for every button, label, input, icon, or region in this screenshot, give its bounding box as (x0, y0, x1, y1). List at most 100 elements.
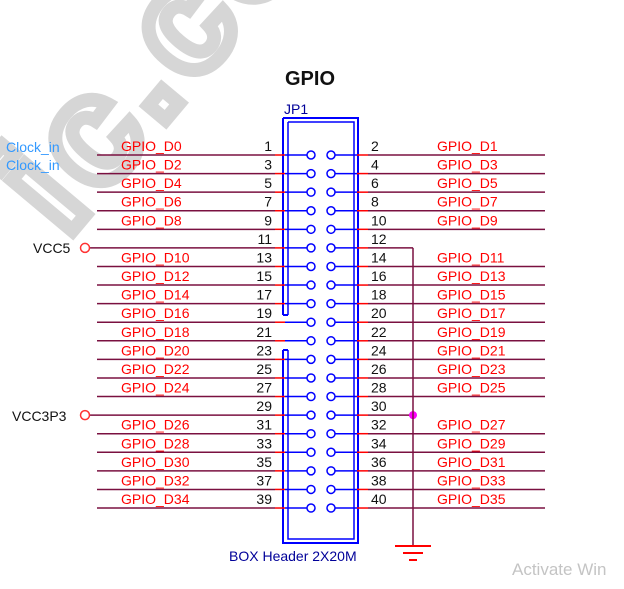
right-net-label: GPIO_D25 (437, 380, 506, 396)
right-pin-number: 26 (371, 361, 387, 377)
left-net-label: GPIO_D0 (121, 138, 182, 154)
title: GPIO (285, 68, 335, 90)
left-net-label: GPIO_D8 (121, 212, 182, 228)
pin-circle (306, 168, 316, 179)
pin-circle (326, 298, 336, 309)
pin-circle (306, 354, 316, 365)
left-pin-number: 31 (256, 417, 272, 433)
right-net-label: GPIO_D11 (437, 249, 505, 265)
pin-circle (326, 280, 336, 290)
right-pin-number: 38 (371, 472, 387, 488)
pin-circle (306, 298, 316, 309)
connector-outline-outer (282, 117, 359, 544)
pin-circle (306, 410, 316, 420)
left-pin-number: 27 (256, 380, 272, 396)
pin-circle (326, 447, 336, 458)
left-net-label: GPIO_D14 (121, 287, 190, 303)
pin-circle (326, 336, 336, 346)
right-pin-number: 18 (371, 287, 387, 303)
right-net-label: GPIO_D35 (437, 491, 506, 507)
right-net-label: GPIO_D21 (437, 342, 506, 358)
left-net-label: GPIO_D30 (121, 454, 190, 470)
ref-designator: JP1 (284, 101, 308, 117)
pin-circle (326, 187, 336, 197)
vcc5-label: VCC5 (33, 240, 71, 256)
pin-circle (326, 168, 336, 179)
right-net-label: GPIO_D15 (437, 287, 506, 303)
pin-circle (326, 261, 336, 272)
right-pin-number: 6 (371, 175, 379, 191)
pin-circle (306, 466, 316, 476)
right-pin-number: 10 (371, 212, 387, 228)
left-pin-number: 25 (256, 361, 272, 377)
left-pin-number: 21 (256, 324, 272, 340)
right-pin-number: 22 (371, 324, 387, 340)
vcc5-port-icon (79, 242, 91, 254)
right-pin-number: 20 (371, 305, 387, 321)
right-pin-number: 16 (371, 268, 387, 284)
right-net-label: GPIO_D3 (437, 157, 498, 173)
connector-notch (283, 314, 288, 351)
pin-circle (306, 224, 316, 235)
pin-circle (306, 503, 316, 513)
left-net-label: GPIO_D28 (121, 435, 190, 451)
pin-circle (326, 243, 336, 253)
left-net-label: GPIO_D32 (121, 472, 190, 488)
left-pin-number: 33 (256, 435, 272, 451)
pin-circle (326, 354, 336, 365)
pin-circle (326, 205, 336, 216)
right-net-label: GPIO_D27 (437, 417, 506, 433)
pin-circle (326, 503, 336, 513)
left-pin-number: 23 (256, 342, 272, 358)
right-pin-number: 30 (371, 398, 387, 414)
left-net-label: GPIO_D6 (121, 194, 182, 210)
right-net-label: GPIO_D1 (437, 138, 498, 154)
right-net-label: GPIO_D9 (437, 212, 498, 228)
left-pin-number: 13 (256, 249, 272, 265)
pin-circle (326, 428, 336, 439)
clock-label-1: Clock_in (6, 139, 60, 155)
left-pin-number: 7 (264, 194, 272, 210)
left-net-label: GPIO_D4 (121, 175, 182, 191)
left-net-label: GPIO_D26 (121, 417, 190, 433)
right-net-label: GPIO_D7 (437, 194, 498, 210)
left-pin-number: 1 (264, 138, 272, 154)
left-pin-number: 15 (256, 268, 272, 284)
left-net-label: GPIO_D16 (121, 305, 190, 321)
pin-circle (326, 484, 336, 495)
right-pin-number: 40 (371, 491, 387, 507)
left-pin-number: 9 (264, 212, 272, 228)
right-pin-number: 8 (371, 194, 379, 210)
activate-windows-overlay: Activate Win (512, 560, 607, 579)
left-pin-number: 5 (264, 175, 272, 191)
right-pin-number: 32 (371, 417, 387, 433)
left-pin-number: 19 (256, 305, 272, 321)
left-pin-number: 17 (256, 287, 272, 303)
right-pin-number: 24 (371, 342, 387, 358)
clock-label-2: Clock_in (6, 157, 60, 173)
pin-circle (306, 187, 316, 197)
left-net-label: GPIO_D12 (121, 268, 190, 284)
right-pin-number: 34 (371, 435, 387, 451)
left-pin-number: 35 (256, 454, 272, 470)
pin-circle (306, 428, 316, 439)
pin-circle (306, 391, 316, 402)
pin-circle (326, 150, 336, 160)
pin-circle (306, 205, 316, 216)
pin-circle (326, 391, 336, 402)
left-pin-number: 37 (256, 472, 272, 488)
left-net-label: GPIO_D34 (121, 491, 190, 507)
pin-circle (326, 373, 336, 383)
left-net-label: GPIO_D20 (121, 342, 190, 358)
pin-circle (306, 336, 316, 346)
right-net-label: GPIO_D33 (437, 472, 506, 488)
pin-circle (306, 317, 316, 327)
pin-circle (306, 373, 316, 383)
pin-circle (306, 243, 316, 253)
vcc3p3-label: VCC3P3 (12, 408, 67, 424)
pin-circle (326, 317, 336, 327)
left-net-label: GPIO_D18 (121, 324, 190, 340)
left-net-label: GPIO_D2 (121, 157, 182, 173)
right-pin-number: 36 (371, 454, 387, 470)
